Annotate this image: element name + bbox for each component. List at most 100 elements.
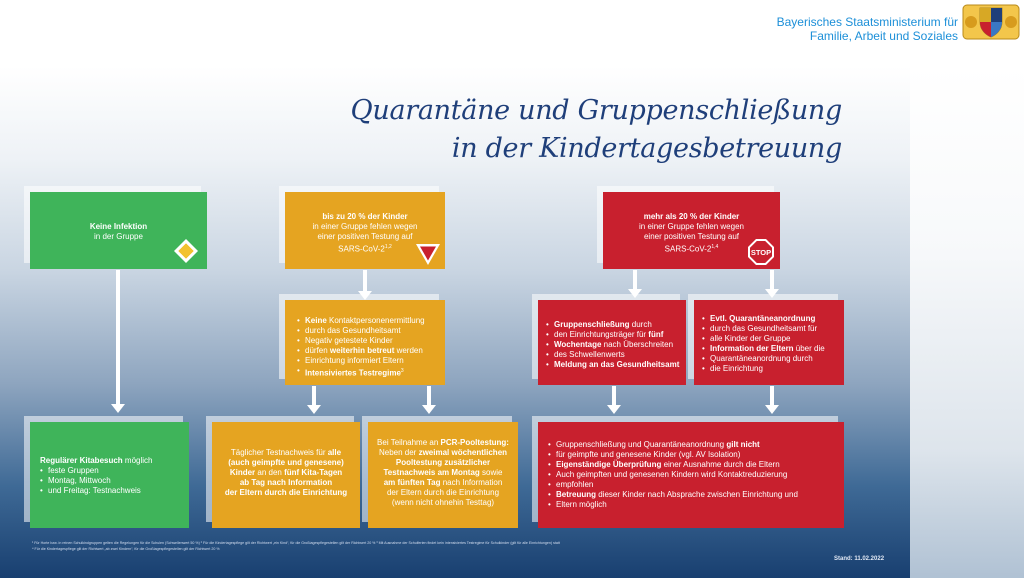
red-top-line-4: SARS-CoV-2 <box>664 244 712 254</box>
stop-sign-icon: STOP <box>748 239 774 265</box>
yellow-mid-item-4: Intensiviertes Testregime3 <box>297 366 439 379</box>
red-b-i2-bold: Eigenständige Überprüfung <box>556 460 662 469</box>
red-b-i1-bold: gilt nicht <box>726 440 760 449</box>
daily-test-bold-1: alle <box>327 448 342 457</box>
footnotes: ¹ Für Horte bzw. in reinen Schulkindgrup… <box>32 541 792 552</box>
red-mr-l2: durch das Gesundheitsamt für <box>702 324 840 334</box>
red-ml-item-1: Gruppenschließung durch <box>546 320 682 330</box>
regular-visit-box: Regulärer Kitabesuch möglich feste Grupp… <box>30 422 189 528</box>
yellow-mid-item-3-rest: Einrichtung informiert Eltern <box>305 356 404 365</box>
red-mr-rest-2: über die <box>793 344 825 353</box>
no-contact-tracing-box: Keine Kontaktpersonenermittlung durch da… <box>285 300 445 385</box>
regular-visit-item-2-cont: und Freitag: Testnachweis <box>40 486 181 496</box>
pcr-l6: der Eltern durch die Einrichtung <box>386 488 500 497</box>
no-infection-rest: in der Gruppe <box>94 232 143 241</box>
footnote-line-1: ¹ Für Horte bzw. in reinen Schulkindgrup… <box>32 541 560 545</box>
red-ml-l3: Wochentage nach Überschreiten <box>546 340 682 350</box>
yield-icon <box>416 244 440 265</box>
daily-test-bold-5: ab Tag nach Information <box>239 478 333 487</box>
no-infection-bold: Keine Infektion <box>89 222 148 231</box>
daily-test-box: Täglicher Testnachweis für alle (auch ge… <box>212 422 360 528</box>
regular-visit-item-2-cont-text: und Freitag: Testnachweis <box>48 486 141 495</box>
yellow-top-bold: bis zu 20 % der Kinder <box>322 212 408 221</box>
yellow-mid-item-2: Negativ getestete Kinder <box>297 336 439 346</box>
daily-test-bold-4: fünf Kita-Tagen <box>284 468 343 477</box>
yellow-mid-item-2-cont-pre: dürfen <box>305 346 330 355</box>
yellow-top-line-4: SARS-CoV-2 <box>338 244 385 254</box>
regular-visit-bold: Regulärer Kitabesuch <box>40 456 123 465</box>
yellow-top-line-2: in einer Gruppe fehlen wegen <box>312 222 418 231</box>
quarantine-order-box: Evtl. Quarantäneanordnung durch das Gesu… <box>694 300 844 385</box>
red-ml-item-2: Meldung an das Gesundheitsamt <box>546 360 682 370</box>
yellow-mid-item-2-cont: dürfen weiterhin betreut werden <box>297 346 439 356</box>
red-mr-l6-text: die Einrichtung <box>710 364 763 373</box>
red-mr-l5: Quarantäneanordnung durch <box>702 354 840 364</box>
pcr-l4-post: sowie <box>479 468 503 477</box>
daily-test-bold-2: (auch geimpfte und genesene) <box>228 458 344 467</box>
stand-date: Stand: 11.02.2022 <box>834 556 885 562</box>
red-top-line-2: in einer Gruppe fehlen wegen <box>639 222 744 231</box>
red-b-item-1: Gruppenschließung und Quarantäneanordnun… <box>548 440 838 450</box>
yellow-mid-item-1-cont-text: durch das Gesundheitsamt <box>305 326 401 335</box>
arrow-yellow-top <box>358 270 372 300</box>
pcr-l5-post: nach Information <box>440 478 503 487</box>
red-b-item-3: Auch geimpften und genesenen Kindern wir… <box>548 470 838 480</box>
page-title: Quarantäne und Gruppenschließung in der … <box>350 92 843 168</box>
arrow-red-right-top <box>765 270 779 298</box>
red-mr-l3-text: alle Kinder der Gruppe <box>710 334 791 343</box>
regular-visit-rest: möglich <box>122 456 153 465</box>
yellow-mid-item-1-rest: Kontaktpersonenermittlung <box>326 316 425 325</box>
red-mr-item-1: Evtl. Quarantäneanordnung <box>702 314 840 324</box>
red-b-i1-pre: Gruppenschließung und Quarantäneanordnun… <box>556 440 727 449</box>
yellow-mid-item-1-cont: durch das Gesundheitsamt <box>297 326 439 336</box>
up-to-20-percent-box: bis zu 20 % der Kinder in einer Gruppe f… <box>285 192 445 269</box>
red-b-i2-rest: einer Ausnahme durch die Eltern <box>661 460 780 469</box>
arrow-yellow-left <box>307 386 321 414</box>
daily-test-mid: an den <box>255 468 285 477</box>
red-b-i4-cont: Eltern möglich <box>548 500 838 510</box>
arrow-red-left-bottom <box>607 386 621 414</box>
red-b-i4-cont-text: Eltern möglich <box>556 500 607 509</box>
arrow-red-right-bottom <box>765 386 779 414</box>
pcr-pool-test-box: Bei Teilnahme an PCR-Pooltestung: Neben … <box>368 422 518 528</box>
no-infection-box: Keine Infektion in der Gruppe <box>30 192 207 269</box>
bavarian-coat-of-arms-icon <box>962 4 1020 40</box>
arrow-green-down <box>111 270 125 413</box>
yellow-mid-item-2-cont-bold: weiterhin betreut <box>329 346 395 355</box>
yellow-mid-item-2-cont-post: werden <box>394 346 423 355</box>
yellow-top-sup: 1,2 <box>384 244 392 250</box>
pcr-l2-bold: zweimal wöchentlichen <box>418 448 508 457</box>
red-mr-bold-1: Evtl. Quarantäneanordnung <box>710 314 816 323</box>
red-top-bold: mehr als 20 % der Kinder <box>643 212 740 221</box>
daily-test-bold-3: Kinder <box>229 468 256 477</box>
pcr-pre: Bei Teilnahme an <box>377 438 441 447</box>
red-b-item-4: Betreuung dieser Kinder nach Absprache z… <box>548 490 838 500</box>
yellow-mid-item-1: Keine Kontaktpersonenermittlung <box>297 316 439 326</box>
pcr-l4-bold: Testnachweis am Montag <box>383 468 480 477</box>
red-ml-l3-post: nach Überschreiten <box>601 340 674 349</box>
title-line-1: Quarantäne und Gruppenschließung <box>350 95 843 126</box>
pcr-l3-bold: Pooltestung zusätzlicher <box>395 458 491 467</box>
red-mr-item-2: Information der Eltern über die <box>702 344 840 354</box>
priority-road-icon <box>174 239 198 263</box>
red-ml-bold-2: Meldung an das Gesundheitsamt <box>554 360 680 369</box>
red-ml-l3-bold: Wochentage <box>554 340 602 349</box>
ministry-line-1: Bayerisches Staatsministerium für <box>776 15 958 29</box>
yellow-mid-item-4-bold: Intensiviertes Testregime <box>305 368 401 378</box>
ministry-name: Bayerisches Staatsministerium für Famili… <box>777 15 958 43</box>
red-ml-l4: des Schwellenwerts <box>546 350 682 360</box>
red-b-i4-bold: Betreuung <box>556 490 596 499</box>
pcr-l5-bold: am fünften Tag <box>383 478 441 487</box>
stop-sign-label: STOP <box>751 248 771 257</box>
red-ml-l2-pre: den Einrichtungsträger für <box>554 330 649 339</box>
red-ml-l2-bold: fünf <box>648 330 664 339</box>
title-line-2: in der Kindertagesbetreuung <box>451 133 842 164</box>
more-than-20-percent-box: mehr als 20 % der Kinder in einer Gruppe… <box>603 192 780 269</box>
daily-test-bold-6: der Eltern durch die Einrichtung <box>224 488 348 497</box>
yellow-top-line-3: einer positiven Testung auf <box>317 232 413 241</box>
arrow-yellow-right <box>422 386 436 414</box>
pcr-bold-1: PCR-Pooltestung: <box>440 438 509 447</box>
footnote-line-2: ⁴ Für die Kindertagespflege gilt der Ric… <box>32 546 220 551</box>
red-b-item-2: Eigenständige Überprüfung einer Ausnahme… <box>548 460 838 470</box>
red-mr-l3: alle Kinder der Gruppe <box>702 334 840 344</box>
